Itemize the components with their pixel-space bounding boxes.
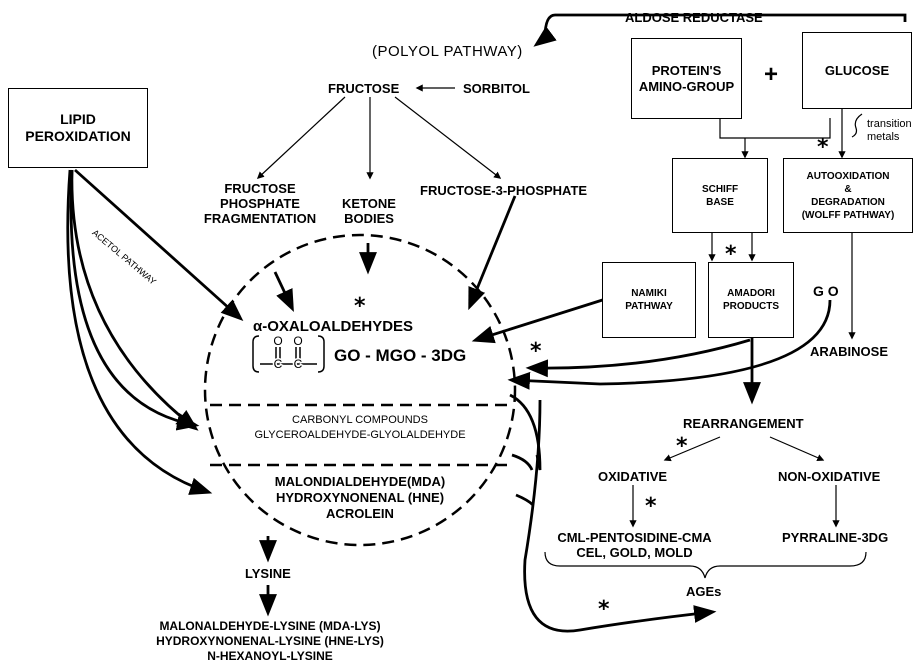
autooxidation-box: AUTOOXIDATION & DEGRADATION (WOLFF PATHW… xyxy=(783,158,913,233)
arrow-fructose-to-f3p xyxy=(394,96,502,179)
asterisk-marker: * xyxy=(598,597,610,622)
arrow-carbonyl-down-2 xyxy=(511,453,534,471)
fructose-3-phosphate-label: FRUCTOSE-3-PHOSPHATE xyxy=(420,183,588,198)
dicarbonyl-o-right: O xyxy=(293,334,302,348)
dicarbonyl-c-left: C xyxy=(274,357,283,371)
arrow-fructose-to-ffp xyxy=(256,96,346,179)
schiff-base-box: SCHIFF BASE xyxy=(672,158,768,233)
arrow-aldose-reductase xyxy=(533,13,907,47)
aldose-reductase-label: ALDOSE REDUCTASE xyxy=(625,10,763,25)
carbonyl-compounds-label: CARBONYL COMPOUNDS GLYCEROALDEHYDE-GLYOL… xyxy=(254,414,466,441)
lysine-products-label: MALONALDEHYDE-LYSINE (MDA-LYS) HYDROXYNO… xyxy=(156,619,384,663)
transition-curl xyxy=(851,113,863,138)
arrow-namiki-to-oxalo xyxy=(471,295,613,344)
asterisk-marker: * xyxy=(725,242,737,267)
arrow-rearr-to-oxidative xyxy=(663,436,721,462)
arrow-amadori-to-go xyxy=(525,338,751,378)
go-mgo-3dg-label: GO - MGO - 3DG xyxy=(334,346,467,365)
asterisk-marker: * xyxy=(676,434,688,459)
namiki-pathway-box: NAMIKI PATHWAY xyxy=(602,262,696,338)
arrow-f3p-to-oxalo xyxy=(468,195,517,311)
rearrangement-label: REARRANGEMENT xyxy=(683,416,804,431)
protein-amino-group-box: PROTEIN'S AMINO-GROUP xyxy=(631,38,742,119)
ages-label: AGEs xyxy=(686,584,722,599)
arrow-go-to-oxalo xyxy=(507,299,832,390)
pyrraline-3dg-label: PYRRALINE-3DG xyxy=(782,530,889,545)
ages-bracket xyxy=(544,551,867,579)
arrow-lipid-to-carbonyl-2 xyxy=(70,169,199,431)
arrow-rearr-to-nonoxidative xyxy=(769,436,825,462)
dicarbonyl-c-right: C xyxy=(294,357,303,371)
dicarbonyl-o-left: O xyxy=(273,334,282,348)
transition-metals-label: transition metals xyxy=(867,118,912,143)
arabinose-label: ARABINOSE xyxy=(810,344,889,359)
arrow-acetol-to-oxalo xyxy=(74,168,244,321)
sorbitol-label: SORBITOL xyxy=(463,81,530,96)
arrow-lipid-to-carbonyl-1 xyxy=(69,169,200,431)
asterisk-marker: * xyxy=(645,494,657,519)
asterisk-marker: * xyxy=(354,294,366,319)
arrow-lipid-to-mda xyxy=(66,169,213,495)
polyol-pathway-label: (POLYOL PATHWAY) xyxy=(372,43,523,60)
plus-sign: + xyxy=(764,61,779,88)
oxidative-label: OXIDATIVE xyxy=(598,469,668,484)
arrow-to-ages xyxy=(523,399,717,633)
central-dashed-circle xyxy=(203,233,517,547)
go-label: G O xyxy=(813,283,839,299)
non-oxidative-label: NON-OXIDATIVE xyxy=(778,469,881,484)
lipid-peroxidation-box: LIPID PEROXIDATION xyxy=(8,88,148,168)
fructose-phosphate-fragmentation-label: FRUCTOSE PHOSPHATE FRAGMENTATION xyxy=(203,181,317,226)
arrow-mda-down xyxy=(515,493,534,507)
connector-protein-glucose xyxy=(719,118,831,139)
asterisk-marker: * xyxy=(817,135,829,160)
lysine-label: LYSINE xyxy=(245,566,291,581)
arrow-carbonyl-down-1 xyxy=(509,393,542,471)
asterisk-marker: * xyxy=(530,339,542,364)
arrow-ffp-to-oxalo xyxy=(273,271,294,313)
cml-pentosidine-label: CML-PENTOSIDINE-CMA CEL, GOLD, MOLD xyxy=(557,530,712,560)
oxaloaldehydes-label: α-OXALOALDEHYDES xyxy=(253,318,414,335)
amadori-products-box: AMADORI PRODUCTS xyxy=(708,262,794,338)
fructose-label: FRUCTOSE xyxy=(328,81,400,96)
dicarbonyl-structure xyxy=(252,335,325,373)
glucose-box: GLUCOSE xyxy=(802,32,912,109)
mda-hne-acrolein-label: MALONDIALDEHYDE(MDA) HYDROXYNONENAL (HNE… xyxy=(274,474,446,521)
ketone-bodies-label: KETONE BODIES xyxy=(342,196,396,226)
